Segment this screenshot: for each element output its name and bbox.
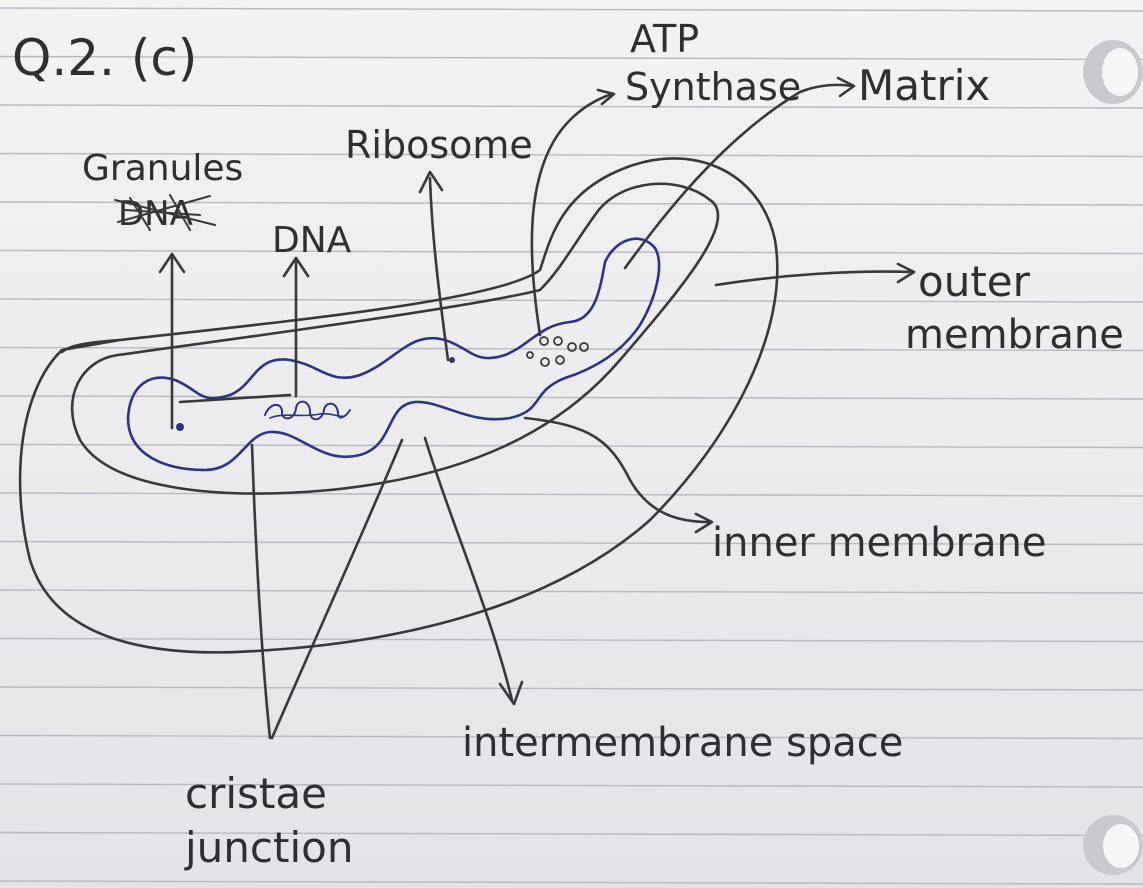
atp-label-line2: Synthase — [625, 65, 801, 109]
granule-dot — [176, 423, 184, 431]
inner-membrane-arrow — [525, 418, 712, 532]
intermembrane-label: intermembrane space — [462, 720, 903, 766]
outer-label-line1: outer — [918, 257, 1031, 306]
inner-membrane-label: inner membrane — [712, 520, 1046, 566]
outer-membrane-arrow — [716, 264, 914, 285]
cristae-junction-arrows — [252, 440, 402, 738]
outer-label-line2: membrane — [905, 312, 1124, 358]
intermembrane-arrow — [425, 438, 522, 704]
ribosome-label: Ribosome — [345, 123, 533, 167]
cristae-label-line1: cristae — [185, 769, 327, 818]
binder-hole-bottom — [1083, 815, 1143, 875]
binder-hole-top — [1083, 40, 1143, 104]
cristae-label-line2: junction — [184, 823, 353, 872]
atp-synthase-arrow — [532, 90, 614, 335]
dna-arrow — [284, 258, 308, 396]
atp-synthase-particles — [527, 337, 588, 366]
dna-label: DNA — [272, 220, 352, 261]
granules-label: Granules — [82, 148, 243, 189]
cristae-membrane — [128, 239, 659, 470]
question-number: Q.2. (c) — [12, 29, 197, 87]
atp-label-line1: ATP — [630, 17, 699, 61]
matrix-label: Matrix — [858, 61, 990, 110]
ribosome-dot — [449, 357, 455, 363]
ribosome-arrow — [420, 172, 448, 360]
granules-scribble: DNA — [115, 194, 215, 234]
